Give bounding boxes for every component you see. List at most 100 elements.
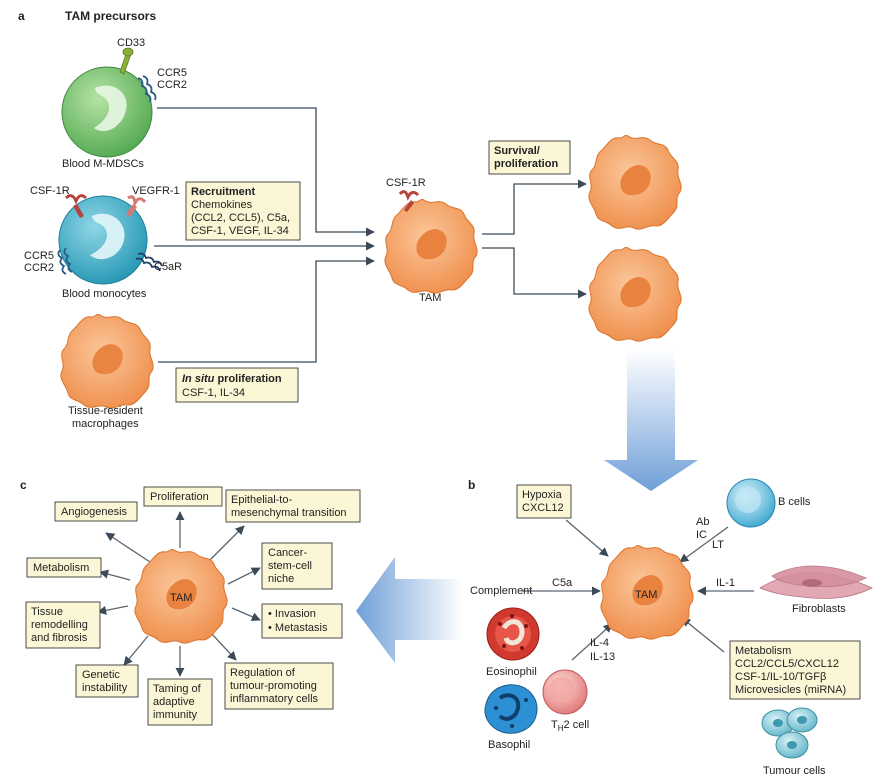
emt-line-2: mesenchymal transition: [231, 507, 347, 519]
invasion-line-2: • Metastasis: [268, 622, 328, 634]
metab-b-line-4: Microvesicles (miRNA): [735, 684, 846, 696]
insitu-line: CSF-1, IL-34: [182, 387, 245, 399]
tam-to-upper-tam-arrow: [482, 179, 587, 235]
genetic-line-2: instability: [82, 682, 128, 694]
monocyte-csf1r-label: CSF-1R: [30, 185, 70, 197]
central-tam-cell: [384, 198, 478, 294]
taming-box: Taming of adaptive immunity: [147, 678, 213, 726]
il13-label: IL-13: [590, 651, 615, 663]
emt-box: Epithelial-to- mesenchymal transition: [225, 489, 361, 523]
csc-line-3: niche: [268, 573, 294, 585]
eosinophil-label: Eosinophil: [486, 666, 537, 678]
th2-cell: [542, 669, 588, 715]
th2-label-sub: H: [558, 724, 564, 733]
monocyte-ccr5-label: CCR5: [24, 250, 54, 262]
csc-line-1: Cancer-: [268, 547, 307, 559]
th2-label: TH2 cell: [551, 719, 589, 733]
proliferating-tam-upper: [588, 134, 682, 230]
cd33-label: CD33: [117, 37, 145, 49]
complement-label: Complement: [470, 585, 532, 597]
survival-line-2: proliferation: [494, 158, 558, 170]
il1-label: IL-1: [716, 577, 735, 589]
th2-label-rest: 2 cell: [564, 719, 590, 731]
monocyte-label: Blood monocytes: [62, 288, 147, 300]
hypoxia-line-1: Hypoxia: [522, 489, 563, 501]
mdsc-ccr5-label: CCR5: [157, 67, 187, 79]
tissue-resident-label-1: Tissue-resident: [68, 405, 143, 417]
insitu-title-rest: proliferation: [214, 373, 282, 385]
taming-line-3: immunity: [153, 709, 198, 721]
monocyte-cell: [58, 195, 148, 285]
invasion-box: • Invasion • Metastasis: [261, 603, 343, 639]
regulation-line-3: inflammatory cells: [230, 693, 319, 705]
il4-label: IL-4: [590, 637, 609, 649]
metab-b-line-2: CCL2/CCL5/CXCL12: [735, 658, 839, 670]
tissue-resident-label-2: macrophages: [72, 418, 139, 430]
tumour-cells: [761, 707, 818, 759]
panel-c-letter: c: [20, 478, 27, 492]
mdsc-ccr-receptor-icon: [137, 75, 157, 103]
hypoxia-line-2: CXCL12: [522, 502, 564, 514]
recruitment-line-3: CSF-1, VEGF, IL-34: [191, 225, 289, 237]
b-cells-label: B cells: [778, 496, 811, 508]
monocyte-ccr2-label: CCR2: [24, 262, 54, 274]
mdsc-to-tam-arrow: [157, 107, 375, 237]
panel-a-title: TAM precursors: [65, 9, 156, 23]
angiogenesis-box: Angiogenesis: [54, 501, 138, 522]
b-cell: [726, 478, 776, 528]
proliferation-box: Proliferation: [143, 486, 223, 507]
tam-csf1r-receptor-icon: [398, 190, 420, 212]
basophil-label: Basophil: [488, 739, 530, 751]
vegfr1-label: VEGFR-1: [132, 185, 180, 197]
left-transition-arrow: [356, 557, 463, 663]
genetic-line-1: Genetic: [82, 669, 120, 681]
th2-label-main: T: [551, 719, 558, 731]
hypoxia-box: Hypoxia CXCL12: [516, 484, 572, 519]
regulation-line-2: tumour-promoting: [230, 680, 317, 692]
mdsc-label: Blood M-MDSCs: [62, 158, 144, 170]
panel-b-tam-label: TAM: [635, 589, 657, 601]
panel-a-letter: a: [18, 9, 25, 23]
down-transition-arrow: [604, 350, 698, 491]
panel-c-arrows: [97, 511, 261, 677]
eosinophil-cell: [486, 607, 540, 661]
tissue-resident-macrophage: [60, 313, 154, 409]
recruitment-line-2: (CCL2, CCL5), C5a,: [191, 212, 290, 224]
csc-niche-box: Cancer- stem-cell niche: [261, 542, 333, 590]
panel-b-tam-cell: [600, 544, 694, 640]
tissue-remodelling-box: Tissue remodelling and fibrosis: [25, 601, 101, 649]
taming-line-1: Taming of: [153, 683, 202, 695]
emt-line-1: Epithelial-to-: [231, 494, 292, 506]
vegfr1-receptor-icon: [126, 195, 147, 217]
cd33-receptor-icon: [119, 47, 134, 75]
ab-label: Ab: [696, 516, 709, 528]
mdsc-cell: [61, 66, 153, 158]
panel-c-tam-cell: [134, 548, 228, 644]
lt-label: LT: [712, 539, 724, 551]
metabolism-box-b: Metabolism CCL2/CCL5/CXCL12 CSF-1/IL-10/…: [729, 640, 861, 700]
tumour-cells-label: Tumour cells: [763, 765, 826, 777]
invasion-line-1: • Invasion: [268, 608, 316, 620]
taming-line-2: adaptive: [153, 696, 195, 708]
proliferation-label: Proliferation: [150, 491, 209, 503]
ic-label: IC: [696, 529, 707, 541]
metab-b-line-1: Metabolism: [735, 645, 791, 657]
survival-line-1: Survival/: [494, 145, 540, 157]
genetic-instability-box: Genetic instability: [75, 664, 139, 698]
fibroblast-cells: [759, 565, 873, 599]
metabolism-box-c: Metabolism: [26, 557, 102, 578]
panel-c-tam-label: TAM: [170, 592, 192, 604]
tam-label: TAM: [419, 292, 441, 304]
c5ar-label: C5aR: [154, 261, 182, 273]
fibroblasts-label: Fibroblasts: [792, 603, 846, 615]
tissue-line-1: Tissue: [31, 606, 63, 618]
panel-b-letter: b: [468, 478, 475, 492]
tissue-to-tam-arrow: [158, 256, 375, 363]
monocyte-ccr-receptor-icon: [57, 247, 73, 275]
metabolism-c-label: Metabolism: [33, 562, 89, 574]
insitu-title: In situ proliferation: [182, 373, 282, 385]
survival-box: Survival/ proliferation: [488, 140, 571, 175]
mdsc-ccr2-label: CCR2: [157, 79, 187, 91]
csc-line-2: stem-cell: [268, 560, 312, 572]
